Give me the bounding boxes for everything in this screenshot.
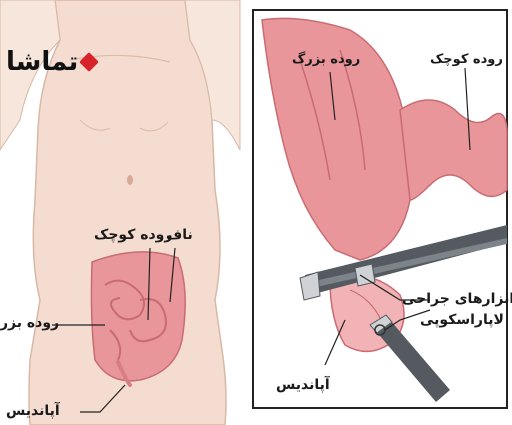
label-large-intestine-right: روده بزرگ bbox=[292, 53, 360, 66]
label-small-intestine-right: روده کوچک bbox=[430, 53, 503, 66]
label-appendix-right: آپاندیس bbox=[276, 378, 330, 392]
label-surgical-tools-line2: لاپاراسکوپی bbox=[420, 313, 504, 327]
logo-diamond-icon bbox=[79, 52, 99, 72]
label-appendix-left: آپاندیس bbox=[6, 404, 60, 418]
logo-text: تماشا bbox=[6, 47, 78, 77]
label-small-intestine-left: روده کوچک bbox=[94, 228, 172, 242]
label-large-intestine-left: روده بزر bbox=[0, 316, 59, 330]
label-navel: ناف bbox=[166, 228, 193, 242]
label-surgical-tools-line1: ابزارهای جراحی bbox=[402, 292, 512, 306]
tamasha-logo: تماشا bbox=[6, 42, 96, 82]
